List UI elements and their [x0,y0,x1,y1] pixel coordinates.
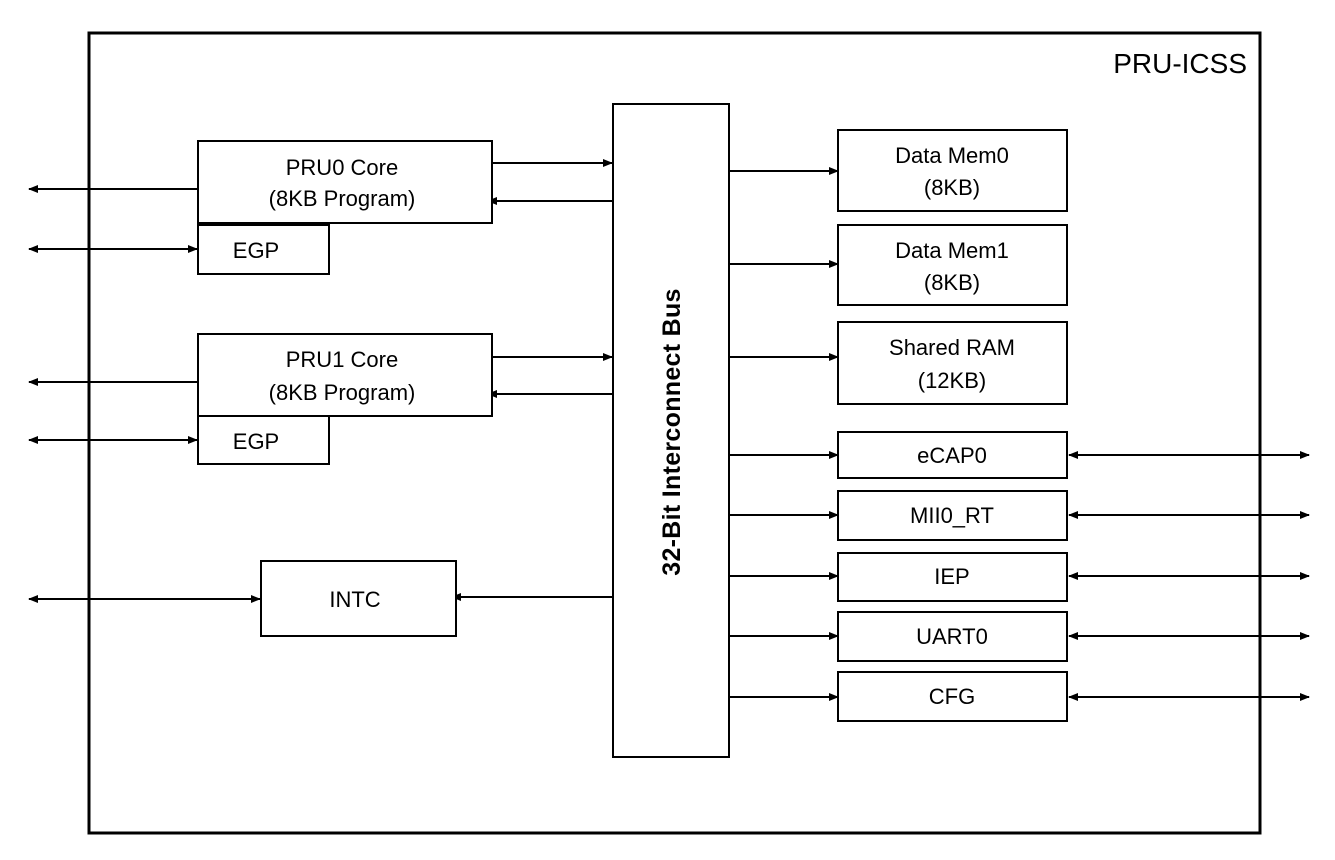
dmem0-size: (8KB) [924,175,980,200]
intc-box [260,560,457,637]
cfg-box [837,671,1068,722]
pru0-core-box [197,140,493,224]
pru0-core-sublabel: (8KB Program) [269,186,416,211]
peripheral-group: eCAP0 MII0_RT IEP UART0 CFG [729,431,1310,722]
pru1-core-label: PRU1 Core [286,347,398,372]
pru0-egp-box [197,224,330,275]
memory-group: Data Mem0 (8KB) Data Mem1 (8KB) Shared R… [729,129,1068,405]
interconnect-bus-label: 32-Bit Interconnect Bus [658,288,686,576]
mii0rt-label: MII0_RT [910,503,994,528]
pru1-core-sublabel: (8KB Program) [269,380,416,405]
interconnect-bus [612,103,730,758]
ecap0-box [837,431,1068,479]
dmem0-box [837,129,1068,212]
intc-group: INTC [28,560,612,637]
pru1-core-box [197,333,493,417]
ecap0-label: eCAP0 [917,443,987,468]
pru1-egp-label: EGP [233,429,279,454]
uart0-box [837,611,1068,662]
pru-icss-title: PRU-ICSS [1113,48,1247,79]
dmem0-label: Data Mem0 [895,143,1009,168]
cfg-label: CFG [929,684,975,709]
sram-label: Shared RAM [889,335,1015,360]
dmem1-label: Data Mem1 [895,238,1009,263]
sram-size: (12KB) [918,368,986,393]
mii0rt-box [837,490,1068,541]
intc-label: INTC [329,587,380,612]
dmem1-box [837,224,1068,306]
pru0-egp-label: EGP [233,238,279,263]
iep-label: IEP [934,564,969,589]
dmem1-size: (8KB) [924,270,980,295]
pru0-group: PRU0 Core (8KB Program) EGP [28,140,613,275]
uart0-label: UART0 [916,624,988,649]
pru1-egp-box [197,415,330,465]
iep-box [837,552,1068,602]
pru0-core-label: PRU0 Core [286,155,398,180]
sram-box [837,321,1068,405]
pru1-group: PRU1 Core (8KB Program) EGP [28,333,613,465]
